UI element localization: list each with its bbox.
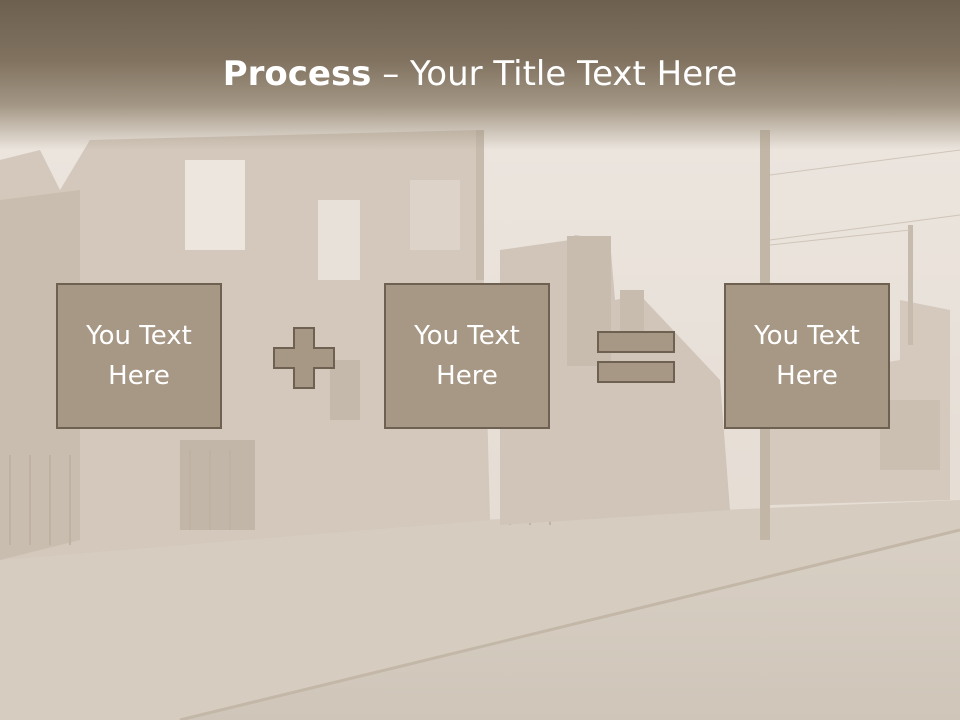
process-box-1-label: You Text Here (86, 321, 192, 391)
process-box-1[interactable]: You Text Here (56, 283, 222, 429)
slide-title: Process – Your Title Text Here (0, 52, 960, 96)
plus-icon (273, 327, 335, 389)
process-box-3[interactable]: You Text Here (724, 283, 890, 429)
process-box-2-label: You Text Here (414, 321, 520, 391)
process-box-2[interactable]: You Text Here (384, 283, 550, 429)
process-box-3-label: You Text Here (754, 321, 860, 391)
title-band (0, 0, 960, 150)
slide-title-bold: Process (222, 54, 372, 94)
equals-icon (597, 331, 675, 383)
slide-title-rest: – Your Title Text Here (371, 54, 738, 94)
